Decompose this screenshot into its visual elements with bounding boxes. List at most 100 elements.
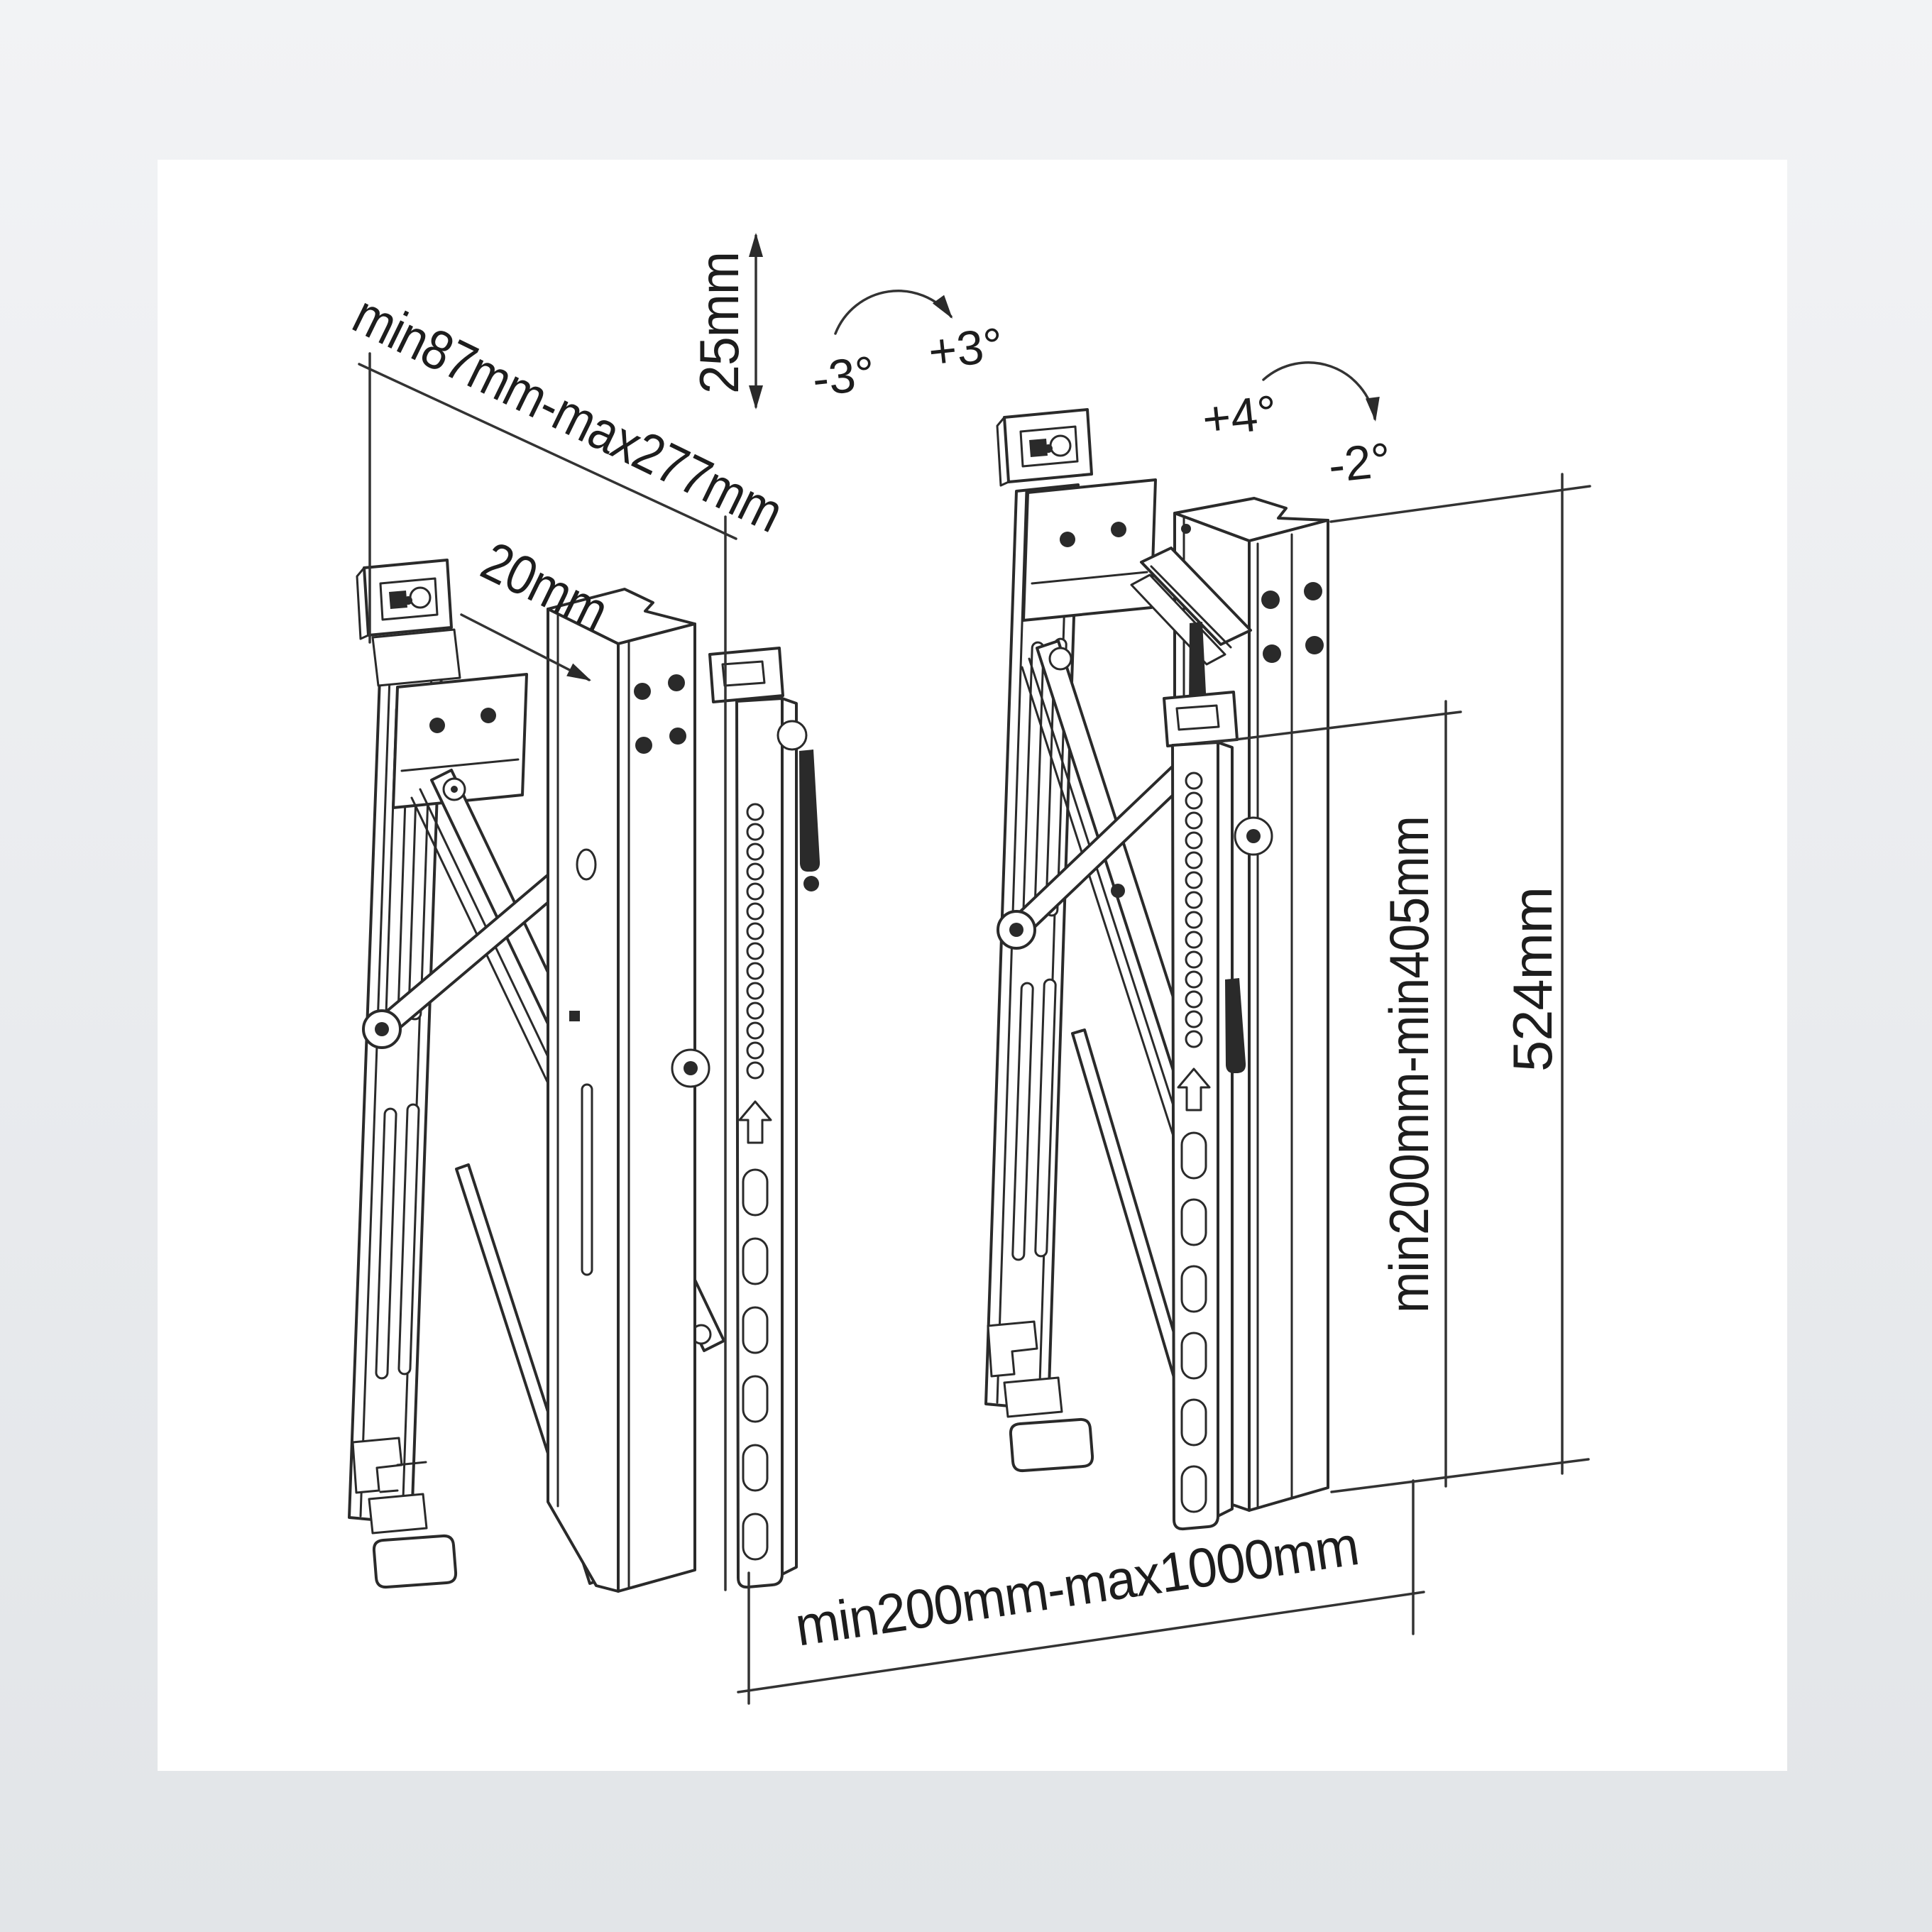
- latch-foot: [1009, 1417, 1094, 1473]
- hook-knob: [409, 586, 432, 609]
- left-tilt-annotation: -3° +3°: [810, 290, 1006, 407]
- dimension-vesa-range: min200mm-min405mm: [1205, 700, 1462, 1488]
- strip-hole: [1185, 811, 1203, 830]
- strip-slot: [1180, 1131, 1207, 1180]
- strip-hole: [1185, 931, 1203, 949]
- strip-hole: [1185, 970, 1203, 989]
- vesa-hole: [1305, 636, 1324, 654]
- column-groove: [581, 1083, 593, 1276]
- bracket-plate: [392, 673, 528, 809]
- column-hole: [576, 848, 597, 881]
- right-tilt-annotation: +4° -2°: [1200, 361, 1393, 493]
- right-mounting-strip: [1163, 691, 1246, 1531]
- screw: [429, 718, 445, 733]
- strip-hole: [1185, 871, 1203, 889]
- hook-side-tab: [996, 416, 1010, 487]
- pivot: [375, 1022, 389, 1036]
- plate-slot: [1011, 982, 1034, 1261]
- scissor-arm-line: [1028, 657, 1201, 1188]
- left-mounting-strip: [708, 647, 820, 1589]
- left-strip-holes: [746, 803, 764, 1080]
- strip-slot: [742, 1513, 769, 1561]
- screw: [481, 708, 496, 723]
- left-rail-column: [547, 588, 710, 1593]
- right-vesa-holes: [1261, 582, 1324, 663]
- strip-hole: [746, 982, 764, 1000]
- dimension-column-height: 524mm: [1329, 473, 1591, 1493]
- vesa-hole: [669, 728, 686, 745]
- left-wall-hook: [356, 559, 461, 687]
- right-wall-plate: [984, 483, 1080, 1411]
- strip-hole: [746, 1001, 764, 1020]
- hook-pin: [404, 596, 412, 605]
- clamp-pin: [684, 1061, 698, 1075]
- strip-hole: [1185, 950, 1203, 969]
- dimension-height-adjust: 25mm: [688, 233, 763, 410]
- strip-hole: [746, 1021, 764, 1040]
- strip-hole: [746, 823, 764, 841]
- strip-hole: [746, 842, 764, 861]
- latch-hook: [987, 1320, 1038, 1378]
- left-vesa-holes: [634, 674, 686, 754]
- strip-slot: [1180, 1265, 1207, 1313]
- tilt-left-pos-label: +3°: [926, 318, 1006, 380]
- strip-cap-inner: [1175, 704, 1220, 731]
- left-strip-slots: [742, 1168, 769, 1561]
- vesa-hole: [1261, 591, 1280, 609]
- plate-slot: [397, 1103, 420, 1376]
- latch-plate: [1003, 1376, 1063, 1418]
- screw: [1060, 532, 1075, 547]
- strip-slot: [742, 1375, 769, 1423]
- column-side-face: [1248, 519, 1329, 1512]
- strip-hole: [746, 1041, 764, 1060]
- scissor-arm-line: [1021, 666, 1194, 1197]
- strip-hole: [746, 882, 764, 901]
- lock-pin: [1189, 622, 1207, 717]
- right-strip-holes: [1185, 772, 1203, 1048]
- right-mid-bracket: [1022, 478, 1157, 622]
- screw: [1111, 522, 1126, 537]
- strip-slot: [742, 1168, 769, 1217]
- plate-slot: [1034, 978, 1057, 1258]
- vesa-hole: [1304, 582, 1322, 600]
- up-arrow-marking: [1177, 1067, 1211, 1112]
- strip-slot: [742, 1237, 769, 1285]
- bracket-plate: [1022, 478, 1157, 622]
- right-wall-hook: [996, 408, 1093, 487]
- latch-detail: [379, 1461, 427, 1493]
- strip-slot: [742, 1306, 769, 1354]
- pivot: [1111, 884, 1125, 898]
- tilt-left-neg-label: -3°: [810, 346, 877, 407]
- strip-hole: [1185, 1010, 1203, 1028]
- strip-clamp-ring: [776, 720, 808, 751]
- hook-pin: [1044, 444, 1053, 453]
- strip-hole: [1185, 990, 1203, 1009]
- pivot: [1009, 923, 1023, 937]
- strip-hole: [746, 902, 764, 921]
- tilt-right-pos-label: +4°: [1200, 385, 1280, 447]
- plate-slot: [375, 1107, 397, 1380]
- strip-hole: [746, 922, 764, 940]
- strip-slot: [1180, 1198, 1207, 1246]
- hook-latch-block: [1029, 439, 1048, 457]
- lock-lever-knob: [803, 876, 819, 891]
- latch-plate: [368, 1493, 428, 1535]
- dimension-line: [737, 1591, 1425, 1694]
- strip-hole: [746, 1061, 764, 1080]
- height-adjust-label: 25mm: [688, 252, 750, 394]
- column-side-face: [617, 622, 696, 1593]
- strip-slot: [1180, 1465, 1207, 1513]
- strip-hole: [746, 803, 764, 821]
- lock-lever: [799, 750, 820, 872]
- vesa-range-label: min200mm-min405mm: [1378, 816, 1440, 1313]
- strip-slot: [1180, 1398, 1207, 1447]
- strip-hole: [1185, 891, 1203, 909]
- left-mid-bracket: [392, 673, 528, 809]
- hanger-flange-line: [1150, 565, 1232, 649]
- strip-hole: [1185, 772, 1203, 790]
- hook-neck: [371, 628, 461, 687]
- hook-knob: [1049, 434, 1072, 457]
- column-pin-hole: [1181, 524, 1191, 534]
- strip-hole: [1185, 791, 1203, 810]
